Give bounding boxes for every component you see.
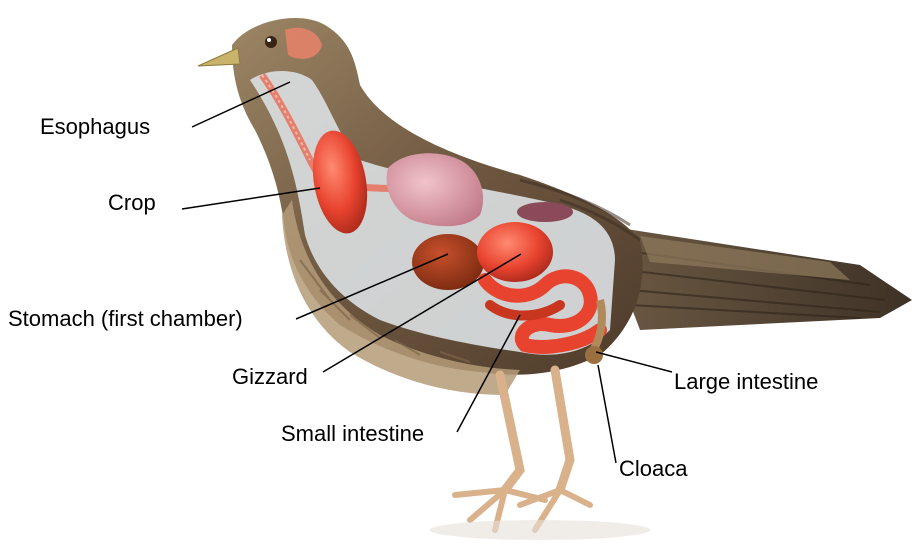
label-large-intestine: Large intestine [674, 371, 818, 393]
label-small-intestine: Small intestine [281, 423, 424, 445]
tail-feathers [600, 225, 912, 330]
legs [430, 370, 650, 540]
stomach-organ [412, 234, 484, 290]
kidney-organ [517, 202, 573, 222]
eye [265, 36, 277, 48]
label-esophagus: Esophagus [40, 116, 150, 138]
cloaca-organ [585, 346, 603, 364]
large-intestine-leader [596, 352, 672, 372]
label-crop: Crop [108, 192, 156, 214]
beak [198, 48, 240, 66]
label-cloaca: Cloaca [619, 458, 687, 480]
cloaca-leader [598, 365, 616, 463]
eye-highlight [267, 38, 271, 42]
label-gizzard: Gizzard [232, 366, 308, 388]
label-stomach: Stomach (first chamber) [8, 308, 243, 330]
